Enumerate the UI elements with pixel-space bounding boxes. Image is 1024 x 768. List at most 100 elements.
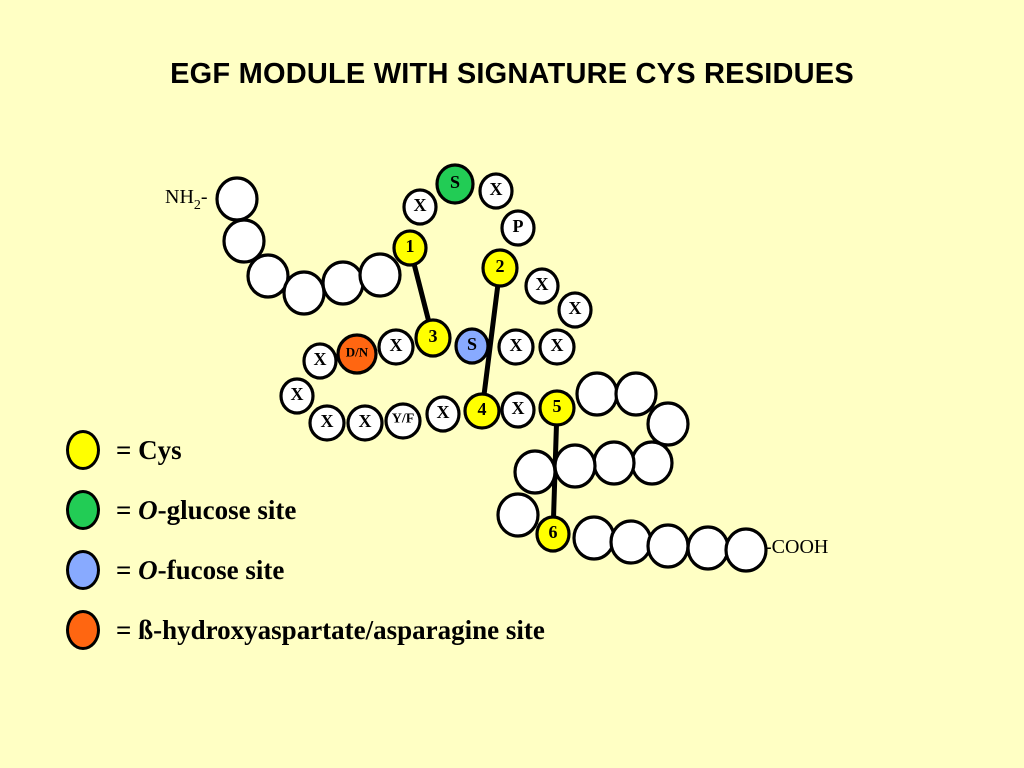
residue-label: X (359, 411, 372, 431)
legend-label: = ß-hydroxyaspartate/asparagine site (116, 614, 545, 645)
residue-label: P (513, 216, 524, 236)
residue-plain: X (302, 342, 338, 380)
residue-circle (646, 523, 690, 569)
residue-circle (500, 209, 536, 247)
residue-label: X (291, 384, 304, 404)
residue-plain: X (402, 188, 438, 226)
residue-plain (575, 371, 619, 417)
residue-circle (497, 328, 535, 366)
residue-circle (302, 342, 338, 380)
residue-plain (358, 252, 402, 298)
residue-label: D/N (346, 345, 369, 360)
residue-label: X (314, 349, 327, 369)
legend-swatch (66, 430, 100, 470)
residue-label: X (390, 335, 403, 355)
residue-label: S (467, 334, 477, 354)
residue-plain: X (497, 328, 535, 366)
residue-plain: X (524, 267, 560, 305)
residue-plain (513, 449, 557, 495)
residue-circle (414, 318, 452, 358)
residue-label: 6 (549, 522, 558, 542)
residue-plain (646, 523, 690, 569)
residue-circle (463, 392, 501, 430)
residue-label: X (551, 335, 564, 355)
residue-plain: X (346, 404, 384, 442)
legend-label: = Cys (116, 434, 182, 465)
residue-plain (592, 440, 636, 486)
residue-plain: X (377, 328, 415, 366)
residue-circle (346, 404, 384, 442)
residue-plain (724, 527, 768, 573)
residue-circle (215, 176, 259, 222)
legend-item-o-glucose: = O-glucose site (66, 488, 296, 532)
residue-plain: X (308, 404, 346, 442)
residue-circle (425, 395, 461, 433)
legend-item-cys: = Cys (66, 428, 182, 472)
residue-circle (377, 328, 415, 366)
legend-swatch (66, 610, 100, 650)
residue-circle (246, 253, 290, 299)
residue-circle (402, 188, 438, 226)
legend-swatch (66, 550, 100, 590)
residue-circle (572, 515, 616, 561)
residue-plain: X (279, 377, 315, 415)
residue-circle (553, 443, 597, 489)
residue-circle (646, 401, 690, 447)
residue-plain: Y/F (384, 402, 422, 440)
residue-label: X (414, 195, 427, 215)
residue-label: X (490, 179, 503, 199)
residue-circle (279, 377, 315, 415)
residue-plain (630, 440, 674, 486)
residue-circle (592, 440, 636, 486)
residue-circle (336, 333, 378, 375)
residue-o_fucose: S (454, 327, 490, 365)
residue-plain: X (425, 395, 461, 433)
residue-label: X (536, 274, 549, 294)
residue-circle (454, 327, 490, 365)
residue-plain (614, 371, 658, 417)
residue-plain (553, 443, 597, 489)
residue-circle (384, 402, 422, 440)
residue-circle (686, 525, 730, 571)
residue-plain: P (500, 209, 536, 247)
residue-label: X (512, 398, 525, 418)
residue-circle (500, 391, 536, 429)
residue-plain: X (478, 172, 514, 210)
residue-label: 1 (406, 236, 415, 256)
residue-circle (496, 492, 540, 538)
residue-cys: 2 (481, 248, 519, 288)
residue-plain (609, 519, 653, 565)
residue-cys: 5 (538, 389, 576, 427)
residue-circle (575, 371, 619, 417)
diagram-title: EGF MODULE WITH SIGNATURE CYS RESIDUES (170, 58, 854, 90)
residue-plain (246, 253, 290, 299)
residue-circle (557, 291, 593, 329)
residue-circle (358, 252, 402, 298)
residue-plain (646, 401, 690, 447)
residue-label: X (437, 402, 450, 422)
residue-circle (513, 449, 557, 495)
residue-plain (222, 218, 266, 264)
n-terminus-subscript: 2 (194, 198, 201, 213)
residue-circle (538, 389, 576, 427)
residue-plain (321, 260, 365, 306)
residue-cys: 6 (535, 515, 571, 553)
residue-label: 3 (429, 326, 438, 346)
residue-label: S (450, 172, 460, 192)
residue-label: X (569, 298, 582, 318)
residue-plain: X (538, 328, 576, 366)
legend-item-asp-asn: = ß-hydroxyaspartate/asparagine site (66, 608, 545, 652)
residue-circle (614, 371, 658, 417)
residue-label: X (510, 335, 523, 355)
residue-circle (524, 267, 560, 305)
residue-circle (724, 527, 768, 573)
residue-circle (481, 248, 519, 288)
residue-circle (535, 515, 571, 553)
legend-label: = O-fucose site (116, 554, 285, 585)
residue-circle (435, 163, 475, 205)
residue-circle (392, 229, 428, 267)
c-terminus-label: -COOH (765, 536, 828, 558)
residue-o_glucose: S (435, 163, 475, 205)
residue-circle (609, 519, 653, 565)
